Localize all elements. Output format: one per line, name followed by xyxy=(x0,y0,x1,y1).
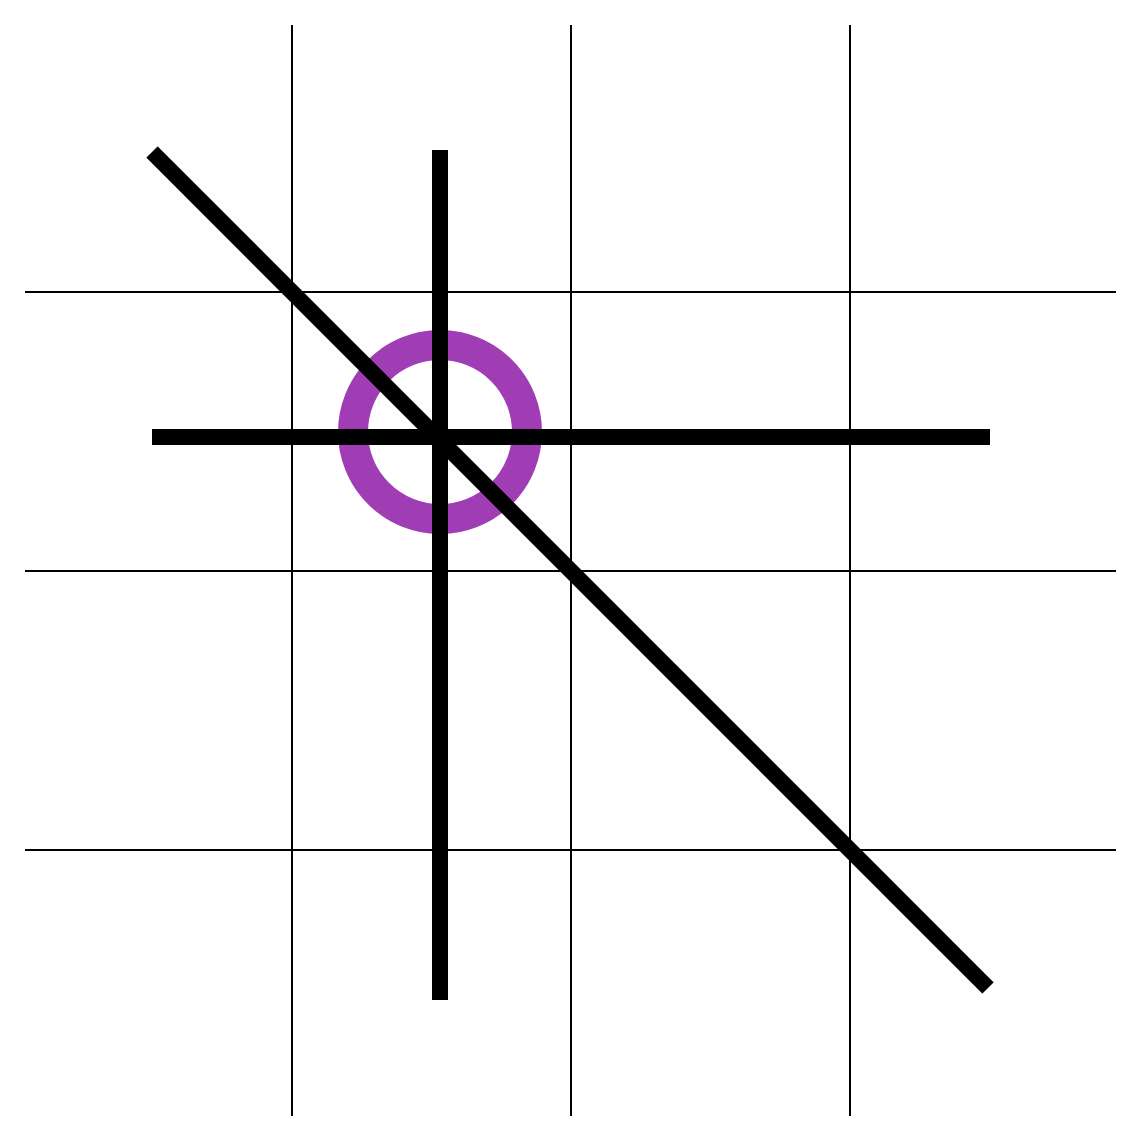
diagonal-line xyxy=(146,146,994,994)
shapes xyxy=(146,146,994,1000)
